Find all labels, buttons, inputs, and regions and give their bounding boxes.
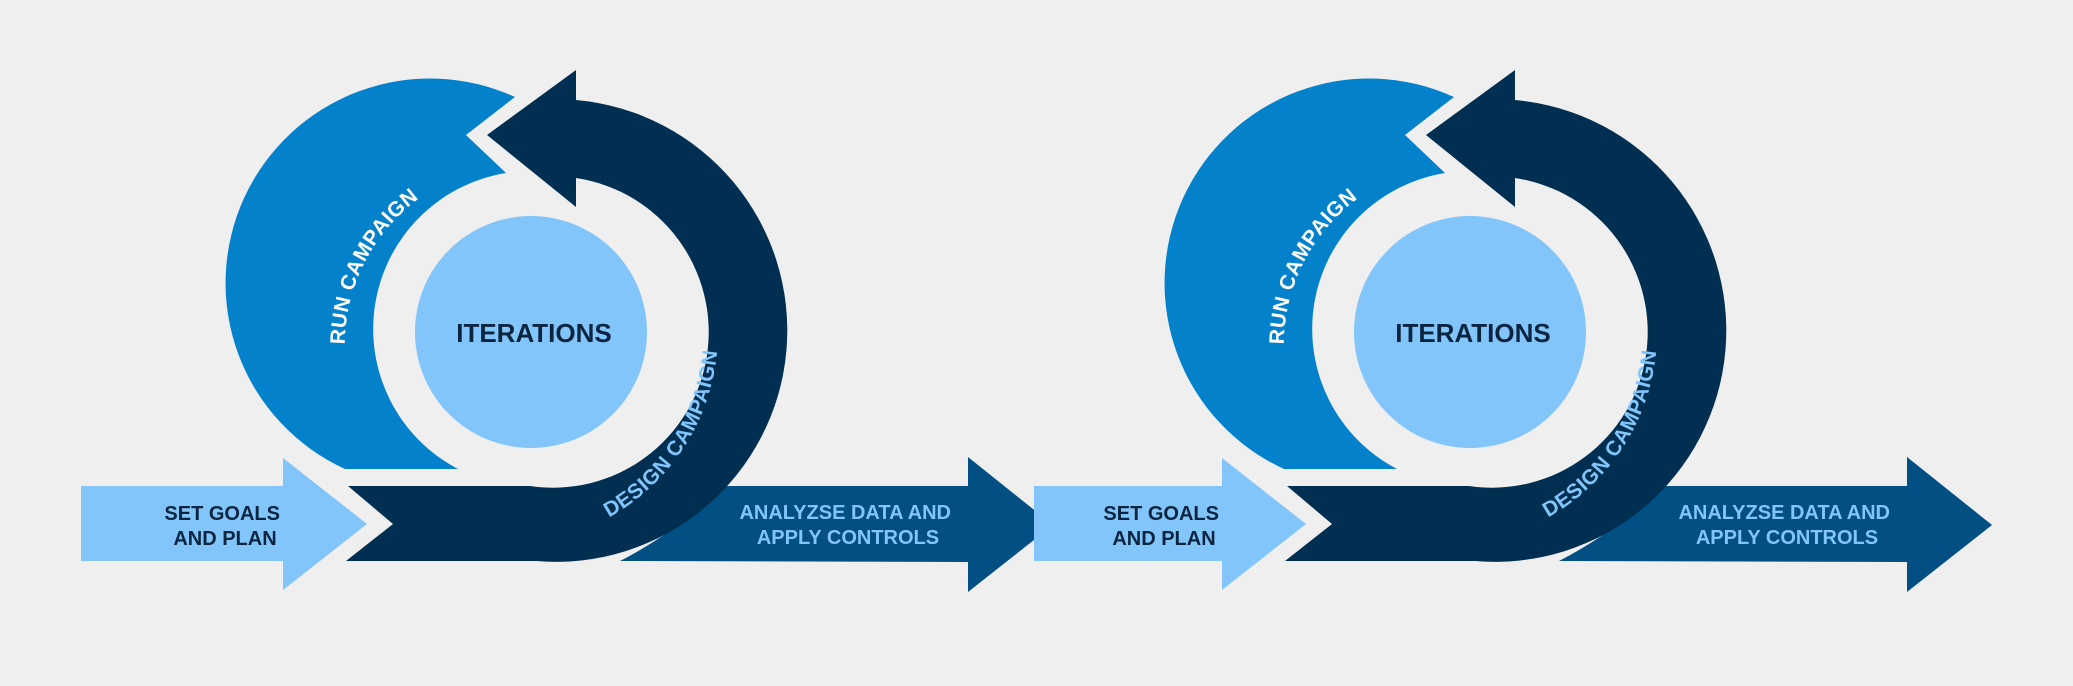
set-goals-line-1: SET GOALS: [1103, 503, 1219, 525]
cycle-2: SET GOALS AND PLAN ANALYZSE DATA AND APP…: [1034, 70, 1992, 592]
set-goals-line-2: AND PLAN: [1112, 528, 1215, 550]
analyze-line-1: ANALYZSE DATA AND: [1678, 502, 1889, 524]
cycle-1: SET GOALS AND PLAN ANALYZSE DATA AND APP…: [81, 70, 1053, 592]
analyze-arrow: [1559, 457, 1992, 592]
design-campaign-arrow: [346, 70, 788, 562]
set-goals-arrow: [1034, 458, 1306, 590]
run-campaign-arc: [225, 78, 515, 470]
run-campaign-arc: [1164, 78, 1454, 470]
iterations-circle: [415, 216, 647, 448]
analyze-arrow: [620, 457, 1053, 592]
design-campaign-arrow: [1285, 70, 1727, 562]
set-goals-label: SET GOALS AND PLAN: [164, 503, 285, 550]
iterations-label: ITERATIONS: [1395, 318, 1551, 348]
set-goals-line-1: SET GOALS: [164, 503, 280, 525]
analyze-label: ANALYZSE DATA AND APPLY CONTROLS: [1678, 502, 1895, 549]
analyze-line-1: ANALYZSE DATA AND: [739, 502, 950, 524]
set-goals-label: SET GOALS AND PLAN: [1103, 503, 1224, 550]
analyze-line-2: APPLY CONTROLS: [757, 527, 939, 549]
set-goals-arrow: [81, 458, 367, 590]
iterations-label: ITERATIONS: [456, 318, 612, 348]
analyze-label: ANALYZSE DATA AND APPLY CONTROLS: [739, 502, 956, 549]
set-goals-line-2: AND PLAN: [173, 528, 276, 550]
iterations-circle: [1354, 216, 1586, 448]
analyze-line-2: APPLY CONTROLS: [1696, 527, 1878, 549]
